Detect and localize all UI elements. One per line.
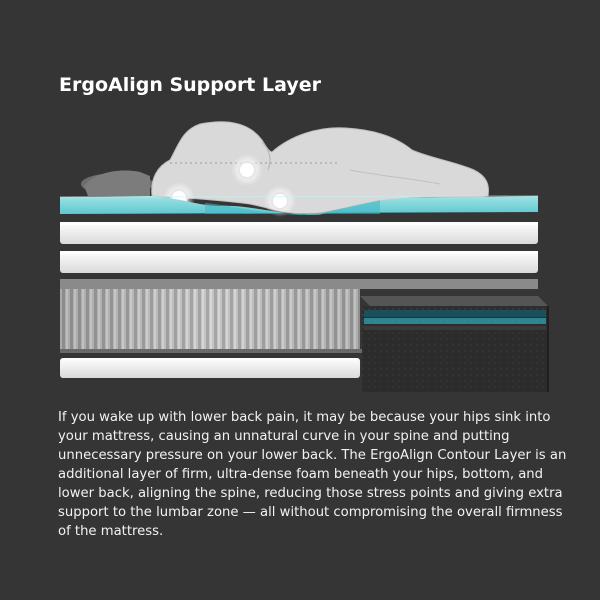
comfort-foam-layer (60, 222, 538, 244)
mattress-layers-illustration (59, 121, 549, 392)
corner-cutaway (360, 296, 549, 392)
page-title: ErgoAlign Support Layer (59, 74, 321, 96)
ergoalign-foam-layer (59, 195, 539, 215)
feature-description: If you wake up with lower back pain, it … (58, 410, 567, 539)
pressure-point-shoulder (231, 154, 263, 186)
base-foam-layer (60, 358, 360, 378)
sleeping-person-silhouette (81, 121, 489, 215)
support-foam-layer (60, 251, 538, 273)
pocket-coil-layer (60, 279, 538, 353)
